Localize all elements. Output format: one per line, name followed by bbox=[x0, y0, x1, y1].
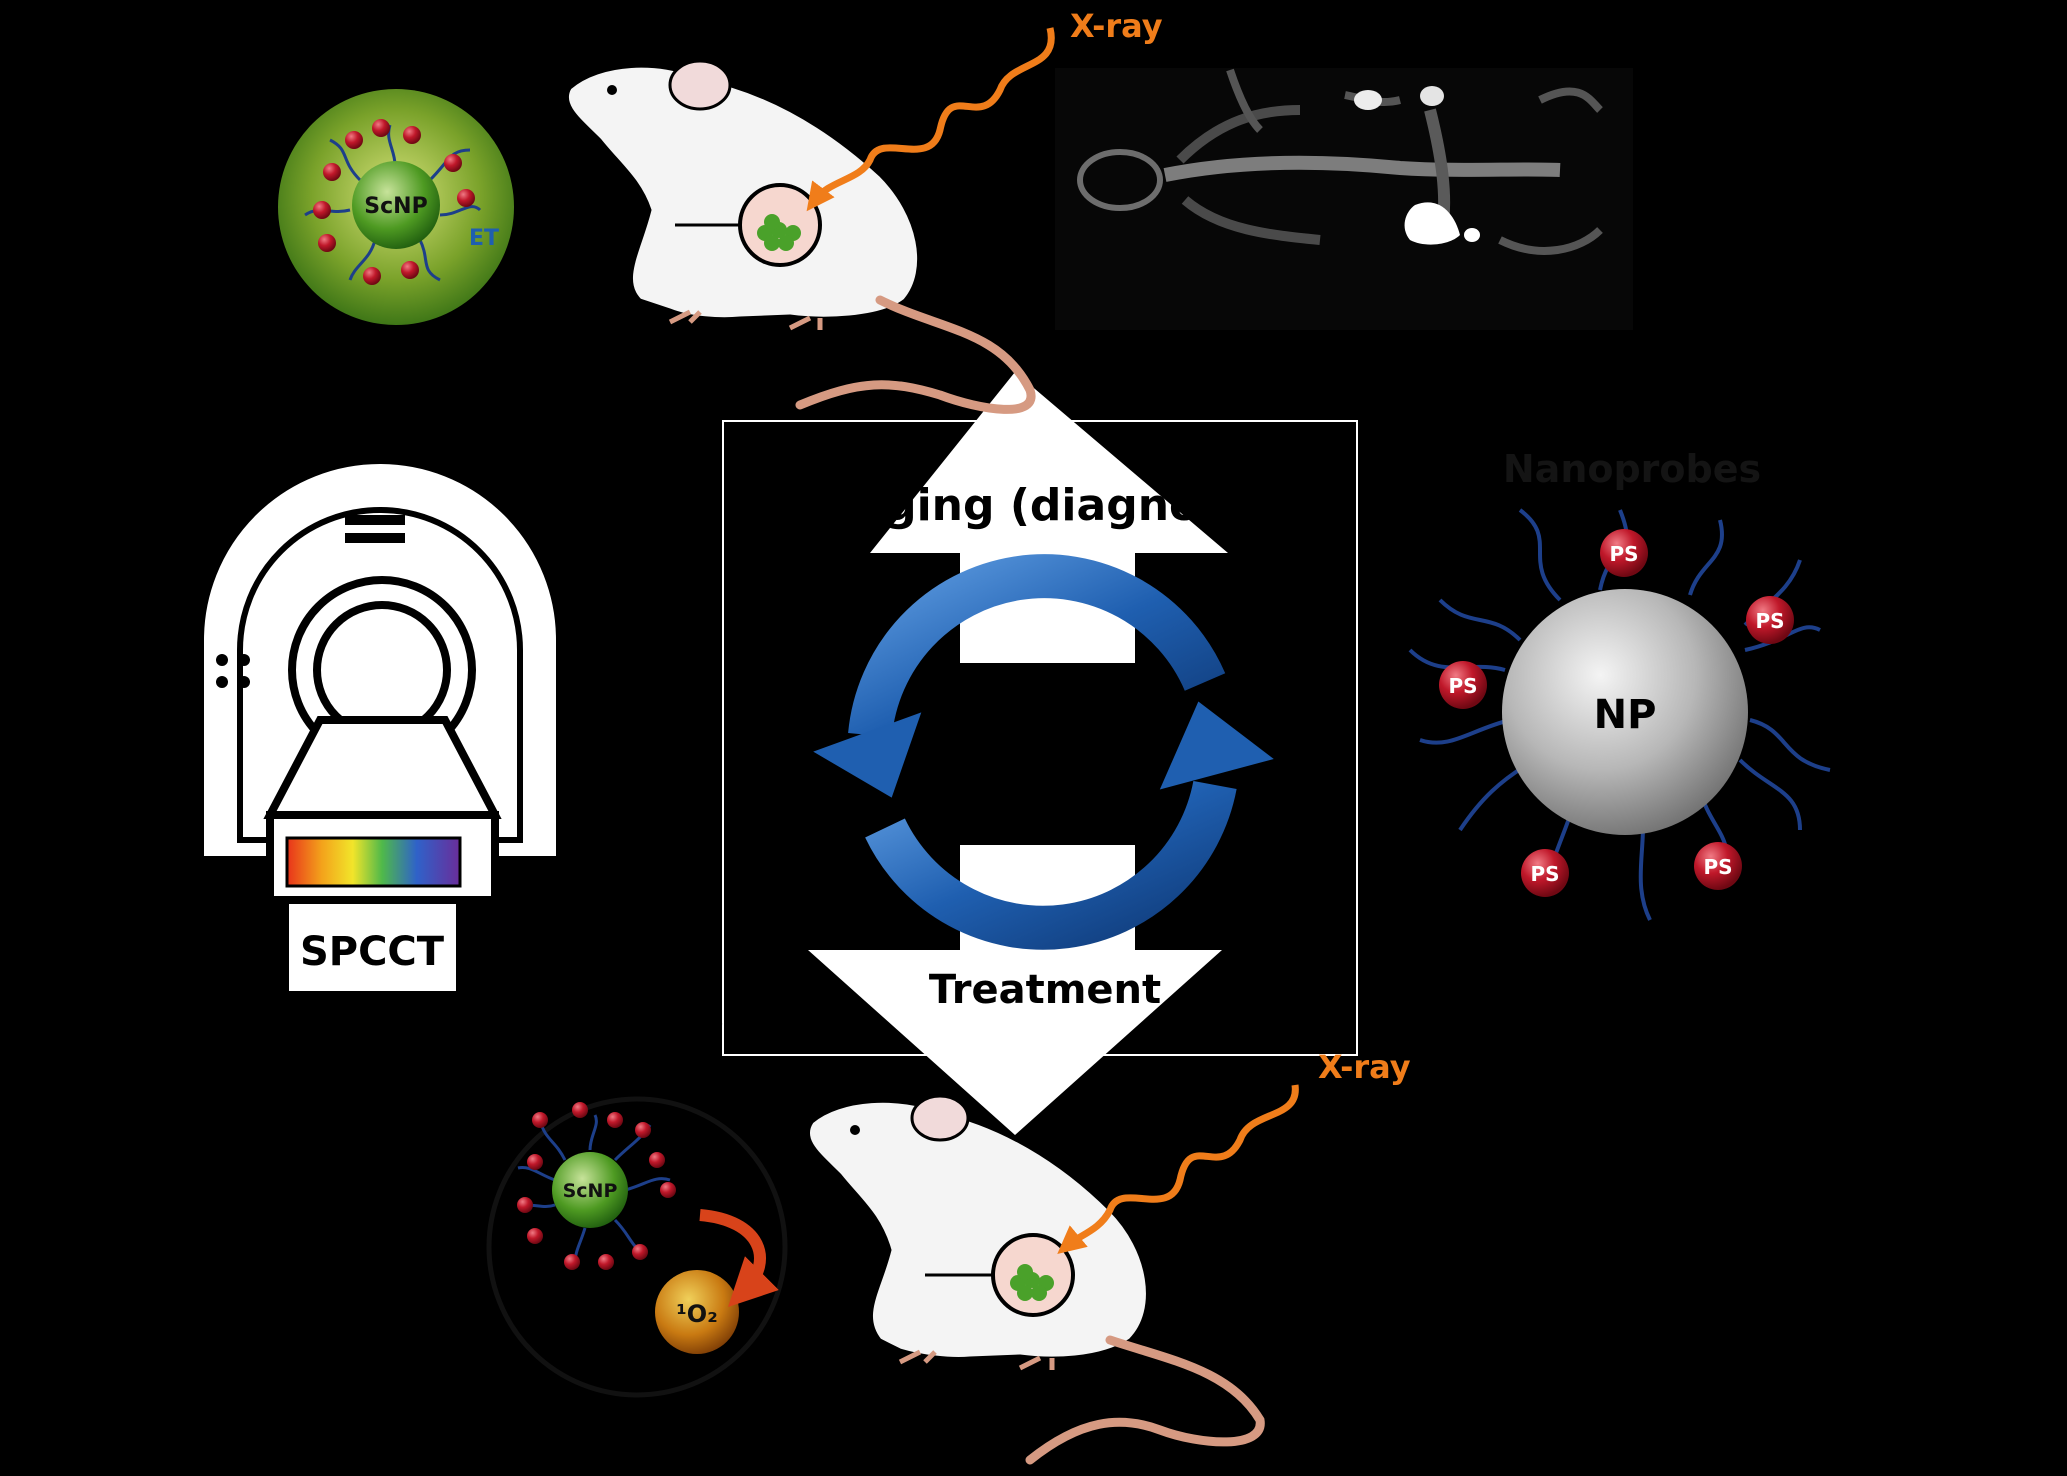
xray-beam-bottom bbox=[1068, 1085, 1295, 1245]
ct-scan-image bbox=[1055, 68, 1633, 330]
imaging-label: Imaging (diagnosis) bbox=[793, 480, 1287, 531]
nanoprobes-label: Nanoprobes bbox=[1503, 447, 1761, 491]
ps-label: PS bbox=[1448, 674, 1477, 698]
ps-label: PS bbox=[1703, 855, 1732, 879]
spcct-label: SPCCT bbox=[300, 929, 445, 975]
treatment-label: Treatment bbox=[929, 967, 1161, 1013]
mouse-illustration-bottom bbox=[808, 1096, 1260, 1460]
mouse-illustration bbox=[567, 61, 1031, 409]
left-bracket bbox=[674, 770, 722, 1025]
np-label: NP bbox=[1594, 692, 1657, 738]
spcct-scanner-icon bbox=[200, 460, 560, 995]
xray-beam-top bbox=[815, 28, 1051, 200]
ps-label: PS bbox=[1530, 862, 1559, 886]
ps-label: PS bbox=[1755, 609, 1784, 633]
scnp-bottom-label: ScNP bbox=[563, 1180, 618, 1202]
et-label: ET bbox=[469, 226, 499, 251]
ps-label: PS bbox=[1609, 542, 1638, 566]
xray-bottom-label: X-ray bbox=[1318, 1048, 1411, 1086]
singlet-oxygen-label: ¹O₂ bbox=[676, 1300, 717, 1328]
xray-top-label: X-ray bbox=[1070, 7, 1163, 45]
scnp-top-label: ScNP bbox=[364, 194, 427, 219]
